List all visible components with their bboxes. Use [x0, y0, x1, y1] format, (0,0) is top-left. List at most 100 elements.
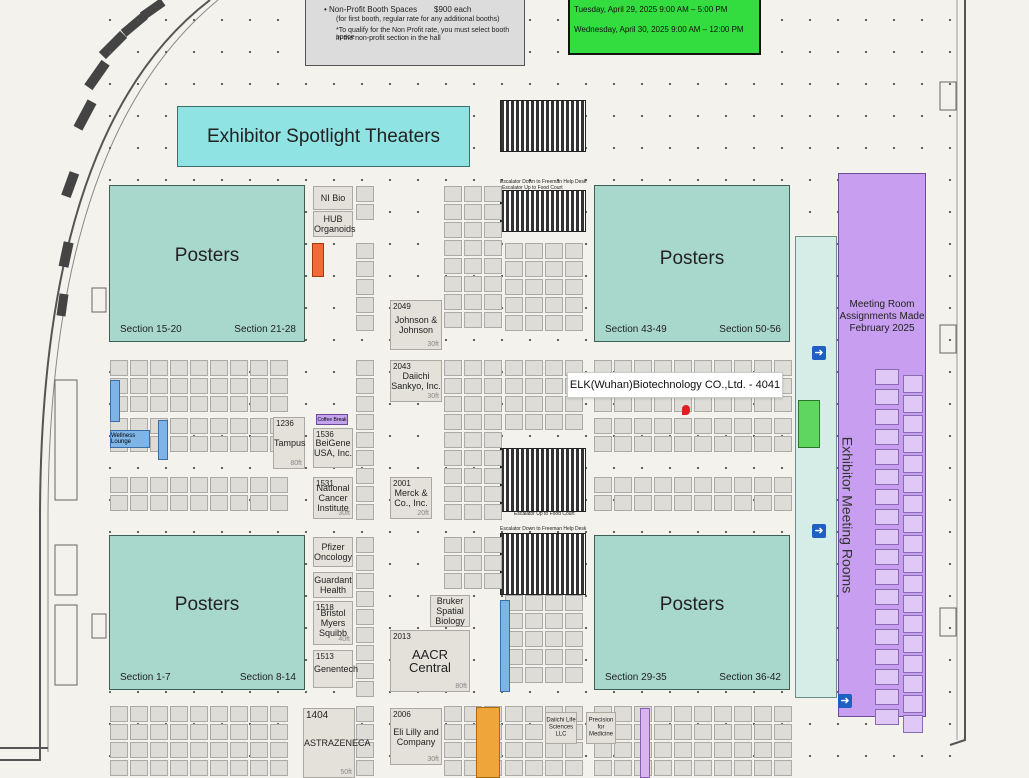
booth-tile[interactable] [464, 186, 482, 202]
booth-tile[interactable] [270, 742, 288, 758]
booth-tile[interactable] [594, 760, 612, 776]
booth-tile[interactable] [545, 667, 563, 683]
booth-tile[interactable] [444, 222, 462, 238]
booth-tile[interactable] [614, 495, 632, 511]
booth-tile[interactable] [130, 724, 148, 740]
booth-tile[interactable] [505, 279, 523, 295]
booth-tile[interactable] [565, 243, 583, 259]
booth-tile[interactable] [356, 663, 374, 679]
booth-tile[interactable] [170, 724, 188, 740]
booth-tile[interactable] [444, 378, 462, 394]
booth-tile[interactable] [230, 742, 248, 758]
booth-tile[interactable] [654, 495, 672, 511]
booth-tile[interactable] [110, 477, 128, 493]
meeting-room[interactable] [903, 595, 923, 613]
booth-tile[interactable] [356, 573, 374, 589]
lounge-green[interactable] [798, 400, 820, 448]
booth-tile[interactable] [484, 222, 502, 238]
booth-tile[interactable] [150, 378, 168, 394]
booth-tile[interactable] [464, 222, 482, 238]
booth-tile[interactable] [110, 742, 128, 758]
arrow-right-icon[interactable]: ➜ [838, 694, 852, 708]
booth-tile[interactable] [545, 649, 563, 665]
booth-tile[interactable] [545, 378, 563, 394]
booth-tile[interactable] [356, 396, 374, 412]
booth-tile[interactable] [150, 396, 168, 412]
booth-tile[interactable] [444, 432, 462, 448]
booth-tile[interactable] [694, 396, 712, 412]
meeting-room[interactable] [903, 675, 923, 693]
booth-strip-orange[interactable] [476, 707, 500, 778]
booth-tile[interactable] [565, 297, 583, 313]
booth-tile[interactable] [150, 724, 168, 740]
meeting-room[interactable] [903, 375, 923, 393]
booth-tile[interactable] [505, 243, 523, 259]
booth-tile[interactable] [545, 360, 563, 376]
booth-tile[interactable] [545, 243, 563, 259]
booth-tile[interactable] [464, 573, 482, 589]
booth-tile[interactable] [230, 495, 248, 511]
booth-tile[interactable] [565, 261, 583, 277]
booth-tile[interactable] [774, 742, 792, 758]
booth-tile[interactable] [545, 631, 563, 647]
booth-tile[interactable] [614, 477, 632, 493]
booth-tile[interactable] [356, 760, 374, 776]
booth-tile[interactable] [545, 613, 563, 629]
booth-tile[interactable] [356, 261, 374, 277]
booth-tile[interactable] [150, 706, 168, 722]
booth-tile[interactable] [230, 706, 248, 722]
booth-tile[interactable] [210, 436, 228, 452]
booth-tile[interactable] [545, 396, 563, 412]
booth-tile[interactable] [505, 315, 523, 331]
booth-tile[interactable] [356, 591, 374, 607]
booth-tile[interactable] [356, 537, 374, 553]
booth-hub-organoids[interactable]: HUB Organoids [313, 211, 356, 237]
booth-tile[interactable] [565, 613, 583, 629]
booth-tile[interactable] [594, 436, 612, 452]
booth-tile[interactable] [190, 724, 208, 740]
booth-tile[interactable] [545, 595, 563, 611]
booth-tile[interactable] [525, 667, 543, 683]
arrow-right-icon[interactable]: ➜ [812, 346, 826, 360]
booth-bruker-spatial[interactable]: Bruker Spatial Biology [430, 595, 470, 627]
booth-tile[interactable] [714, 436, 732, 452]
booth-tile[interactable] [594, 495, 612, 511]
booth-tile[interactable] [356, 706, 374, 722]
booth-tile[interactable] [614, 706, 632, 722]
booth-tile[interactable] [464, 486, 482, 502]
booth-tile[interactable] [525, 760, 543, 776]
booth-tile[interactable] [525, 396, 543, 412]
booth-tile[interactable] [714, 706, 732, 722]
selected-booth-marker[interactable] [682, 405, 690, 415]
meeting-room[interactable] [875, 549, 899, 565]
booth-tile[interactable] [525, 378, 543, 394]
booth-tile[interactable] [250, 760, 268, 776]
spotlight-theaters[interactable]: Exhibitor Spotlight Theaters [177, 106, 470, 167]
meeting-room[interactable] [875, 409, 899, 425]
meeting-room[interactable] [875, 509, 899, 525]
meeting-room[interactable] [903, 695, 923, 713]
booth-tile[interactable] [484, 360, 502, 376]
booth-tile[interactable] [634, 495, 652, 511]
booth-tile[interactable] [210, 418, 228, 434]
booth-tile[interactable] [190, 760, 208, 776]
booth-tile[interactable] [356, 724, 374, 740]
meeting-room[interactable] [903, 395, 923, 413]
booth-tile[interactable] [190, 436, 208, 452]
meeting-room[interactable] [903, 515, 923, 533]
booth-tile[interactable] [525, 243, 543, 259]
booth-tile[interactable] [634, 436, 652, 452]
booth-tile[interactable] [525, 613, 543, 629]
booth-tile[interactable] [565, 315, 583, 331]
booth-tile[interactable] [150, 742, 168, 758]
booth-tile[interactable] [654, 760, 672, 776]
booth-strip-blue[interactable] [500, 600, 510, 692]
booth-ni-bio[interactable]: NI Bio [313, 186, 353, 210]
booth-tile[interactable] [190, 396, 208, 412]
booth-tile[interactable] [734, 396, 752, 412]
booth-tile[interactable] [190, 418, 208, 434]
booth-tile[interactable] [634, 396, 652, 412]
booth-tile[interactable] [170, 436, 188, 452]
booth-tile[interactable] [150, 495, 168, 511]
